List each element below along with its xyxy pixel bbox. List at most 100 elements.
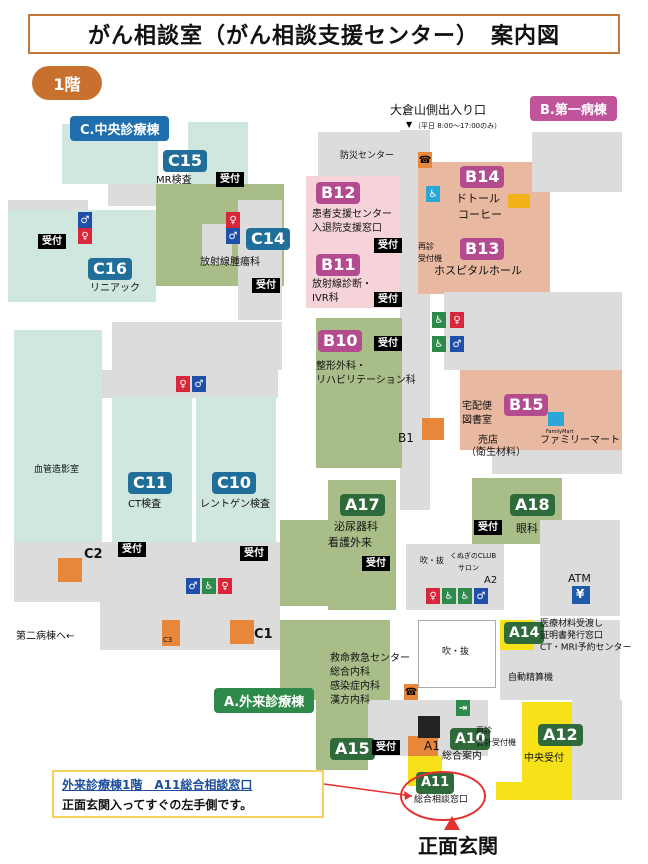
label-b10-2: リハビリテーション科	[316, 375, 416, 386]
label-b11-2: IVR科	[312, 293, 339, 304]
label-emergency-4: 漢方内科	[330, 695, 370, 706]
label-a17-1: 泌尿器科	[334, 520, 378, 533]
accessible-toilet-icon: ♿	[432, 312, 446, 328]
emergency-exit-icon: ⇥	[456, 700, 470, 716]
restroom-female-icon: ♀	[218, 578, 232, 594]
label-atrium: 吹・抜	[442, 647, 470, 657]
code-a17: A17	[340, 494, 385, 516]
code-b10: B10	[318, 330, 363, 352]
label-angio: 血管造影室	[34, 465, 80, 475]
label-b13: ホスピタルホール	[434, 264, 522, 277]
reception-b10: 受付	[374, 336, 402, 351]
code-c14: C14	[246, 228, 291, 250]
okurayama-arrow-icon: ▼	[406, 120, 413, 129]
accessible-toilet-icon: ♿	[202, 578, 216, 594]
code-a1: A1	[424, 739, 440, 753]
page-title: がん相談室（がん相談支援センター） 案内図	[28, 14, 620, 54]
room-a17-wing	[280, 520, 338, 606]
label-a12: 中央受付	[524, 753, 564, 764]
code-b1: B1	[398, 431, 414, 445]
restroom-female-icon: ♀	[450, 312, 464, 328]
elevator-c1	[230, 620, 254, 644]
callout-box: 外来診療棟1階 A11総合相談窓口 正面玄関入ってすぐの左手側です。	[52, 770, 324, 818]
restroom-female-icon: ♀	[426, 588, 440, 604]
label-reentry-pay-1: 再診	[476, 726, 492, 735]
code-a12: A12	[538, 724, 583, 746]
building-a-tag: A.外来診療棟	[214, 688, 315, 713]
label-c16: リニアック	[90, 283, 140, 294]
callout-line2: 正面玄関入ってすぐの左手側です。	[62, 798, 253, 812]
code-a2: A2	[484, 575, 498, 586]
label-a11: 総合相談窓口	[414, 795, 469, 805]
label-c10: レントゲン検査	[200, 499, 270, 510]
code-a11: A11	[416, 772, 455, 794]
label-reentry-pay-2: 会計受付機	[476, 738, 516, 747]
b-right-gray	[532, 132, 622, 192]
reception-a15: 受付	[372, 740, 400, 755]
b-lower	[492, 450, 622, 474]
label-b14-1: ドトール	[456, 192, 500, 205]
building-b-tag: B.第一病棟	[530, 96, 617, 121]
accessible-toilet-icon: ♿	[442, 588, 456, 604]
reception-c14: 受付	[252, 278, 280, 293]
restroom-male-icon: ♂	[186, 578, 200, 594]
room-a12-counter	[496, 782, 536, 800]
atm-symbol: ¥	[576, 587, 585, 601]
label-a10: 総合案内	[442, 751, 482, 762]
room-angio	[14, 330, 102, 542]
label-emergency-2: 総合内科	[330, 667, 370, 678]
restroom-male-icon: ♂	[226, 228, 240, 244]
label-b14-2: コーヒー	[458, 208, 502, 221]
restroom-female-icon: ♀	[78, 228, 92, 244]
main-entrance-label: 正面玄関	[418, 834, 498, 858]
phone-icon: ☎	[418, 152, 432, 168]
label-shop-2: （衛生材料）	[466, 447, 526, 458]
familymart-logo	[548, 412, 564, 426]
code-b15: B15	[504, 394, 549, 416]
label-b12-2: 入退院支援窓口	[312, 223, 382, 234]
label-shop-1: 売店	[478, 435, 498, 446]
label-b12-1: 患者支援センター	[312, 209, 392, 220]
code-c3: C3	[163, 636, 173, 644]
reception-b11: 受付	[374, 292, 402, 307]
code-c15: C15	[163, 150, 208, 172]
restroom-male-icon: ♂	[78, 212, 92, 228]
label-b11-1: 放射線診断・	[312, 279, 372, 290]
room-emergency	[280, 620, 390, 700]
accessible-toilet-icon: ♿	[458, 588, 472, 604]
c-corridor-vertical	[238, 200, 282, 320]
restroom-male-icon: ♂	[474, 588, 488, 604]
label-a18: 眼科	[516, 522, 538, 535]
code-c16: C16	[88, 258, 133, 280]
room-c3	[162, 620, 180, 646]
label-reentry-1: 再診	[418, 242, 434, 251]
label-atrium-small: 吹・抜	[420, 556, 444, 565]
room-atrium	[418, 620, 496, 688]
code-c2: C2	[84, 547, 103, 562]
accessible-icon: ♿	[426, 186, 440, 202]
label-kunugi-1: くぬぎのCLUB	[450, 552, 497, 560]
label-atm: ATM	[568, 572, 591, 585]
room-a1	[408, 736, 438, 756]
second-ward-label: 第二病棟へ←	[16, 631, 75, 642]
restroom-male-icon: ♀	[226, 212, 240, 228]
label-payment: 自動精算機	[508, 673, 554, 683]
label-c11: CT検査	[128, 499, 162, 510]
label-kunugi-2: サロン	[458, 564, 479, 572]
callout-line1: 外来診療棟1階 A11総合相談窓口	[62, 778, 253, 792]
code-b12: B12	[316, 182, 361, 204]
code-a18: A18	[510, 494, 555, 516]
label-b15-2: 図書室	[462, 415, 492, 426]
code-c1: C1	[254, 627, 273, 642]
a-right-gray	[572, 700, 622, 800]
reception-c15: 受付	[216, 172, 244, 187]
code-a14: A14	[504, 622, 545, 644]
label-reentry-2: 受付機	[418, 254, 442, 263]
entrance-marker-icon	[444, 816, 460, 830]
highlight-circle	[400, 771, 486, 821]
label-b10-1: 整形外科・	[316, 361, 366, 372]
restroom-male-icon: ♂	[450, 336, 464, 352]
building-c-tag: C.中央診療棟	[70, 116, 170, 141]
restroom-male-icon: ♂	[192, 376, 206, 392]
reception-c10: 受付	[240, 546, 268, 561]
